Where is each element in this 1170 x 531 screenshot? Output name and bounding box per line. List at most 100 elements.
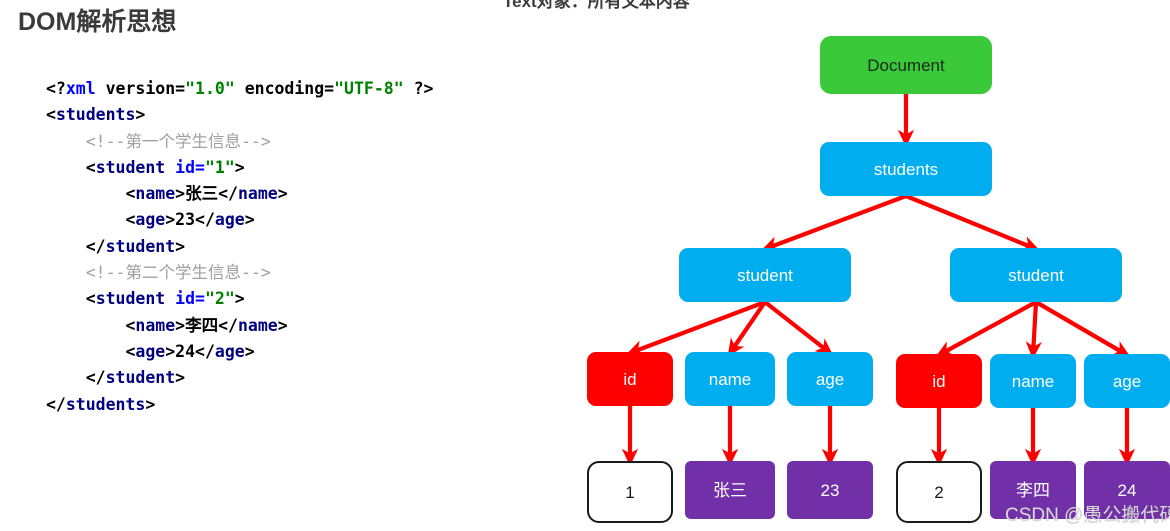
- tree-node-val-age-1: 23: [787, 461, 873, 519]
- tree-node-student-2: student: [950, 248, 1122, 302]
- code-token: encoding=: [234, 79, 335, 98]
- code-line: <age>23</age>: [46, 207, 433, 233]
- code-line: <?xml version="1.0" encoding="UTF-8" ?>: [46, 76, 433, 102]
- code-token: >: [165, 210, 176, 230]
- code-token: >: [135, 105, 146, 125]
- tree-edge-student-2-to-attr-id-2: [935, 300, 1038, 357]
- tree-node-label: students: [873, 159, 939, 179]
- tree-node-label: 24: [1117, 480, 1137, 500]
- tree-node-elem-name-1: name: [685, 352, 775, 406]
- code-token: >: [277, 315, 288, 335]
- tree-edge-student-1-to-elem-name-1: [727, 300, 767, 357]
- tree-node-label: age: [815, 369, 845, 389]
- tree-node-elem-age-2: age: [1084, 354, 1170, 408]
- code-token: 张三: [185, 184, 219, 204]
- tree-node-label: 李四: [1016, 480, 1050, 500]
- code-token: name: [135, 315, 176, 335]
- code-token: "2": [204, 289, 235, 309]
- tree-edge-student-2-to-elem-age-2: [1034, 300, 1131, 358]
- code-token: 24: [175, 341, 196, 361]
- code-token: student: [105, 368, 176, 388]
- tree-node-label: id: [623, 369, 637, 389]
- code-token: >: [175, 315, 186, 335]
- tree-node-elem-age-1: age: [787, 352, 873, 406]
- code-token: >: [175, 368, 186, 388]
- code-token: </: [218, 315, 238, 335]
- code-line: </student>: [46, 365, 433, 391]
- code-token: 23: [175, 210, 196, 230]
- code-line: </student>: [46, 234, 433, 260]
- code-line: <student id="1">: [46, 155, 433, 181]
- xml-code-block: <?xml version="1.0" encoding="UTF-8" ?><…: [46, 76, 433, 418]
- code-token: students: [55, 105, 136, 125]
- tree-node-attr-id-2: id: [896, 354, 982, 408]
- tree-edge-students-to-student-1: [761, 194, 907, 252]
- tree-edge-student-2-to-elem-name-2: [1025, 301, 1042, 360]
- code-line: <students>: [46, 102, 433, 128]
- tree-edge-student-1-to-attr-id-1: [626, 300, 766, 356]
- tree-node-label: student: [1008, 265, 1064, 285]
- code-token: student: [95, 157, 166, 177]
- code-token: >: [165, 341, 176, 361]
- code-token: >: [244, 210, 255, 230]
- code-token: <!--第一个学生信息-->: [85, 131, 271, 151]
- code-token: <: [125, 184, 136, 204]
- code-token: <: [85, 289, 96, 309]
- code-token: >: [234, 157, 245, 177]
- code-token: </: [85, 236, 106, 256]
- tree-node-elem-name-2: name: [990, 354, 1076, 408]
- code-token: >: [175, 236, 186, 256]
- tree-node-label: 张三: [713, 480, 747, 500]
- code-token: >: [244, 341, 255, 361]
- tree-node-val-id-2: 2: [896, 461, 982, 523]
- code-token: "1": [204, 157, 235, 177]
- tree-node-students: students: [820, 142, 992, 196]
- tree-node-student-1: student: [679, 248, 851, 302]
- code-token: student: [105, 236, 176, 256]
- tree-node-document: Document: [820, 36, 992, 94]
- code-token: xml: [65, 79, 96, 98]
- code-line: <name>张三</name>: [46, 181, 433, 207]
- code-token: name: [237, 184, 278, 204]
- code-line: <name>李四</name>: [46, 313, 433, 339]
- tree-node-label: 2: [934, 482, 944, 502]
- code-token: 李四: [185, 315, 219, 335]
- code-token: </: [195, 210, 215, 230]
- tree-node-label: 23: [820, 480, 840, 500]
- code-token: id=: [175, 289, 205, 309]
- code-token: "UTF-8": [334, 79, 404, 98]
- code-token: <: [125, 341, 136, 361]
- code-token: <: [125, 315, 136, 335]
- tree-node-val-age-2: 24: [1084, 461, 1170, 519]
- code-token: students: [65, 394, 146, 414]
- tree-node-label: id: [932, 371, 946, 391]
- tree-edge-student-1-to-elem-age-1: [763, 300, 834, 356]
- code-token: age: [214, 341, 245, 361]
- tree-node-attr-id-1: id: [587, 352, 673, 406]
- tree-node-label: Document: [867, 55, 945, 75]
- code-token: ?>: [403, 79, 434, 98]
- code-token: "1.0": [185, 79, 235, 98]
- code-token: student: [95, 289, 166, 309]
- code-line: <!--第一个学生信息-->: [46, 129, 433, 155]
- tree-edge-students-to-student-2: [905, 194, 1040, 252]
- code-token: id=: [175, 157, 205, 177]
- code-line: <student id="2">: [46, 286, 433, 312]
- tree-node-val-name-2: 李四: [990, 461, 1076, 519]
- code-token: <: [125, 210, 136, 230]
- code-token: </: [218, 184, 238, 204]
- top-caption-text: Text对象：所有文本内容: [503, 0, 690, 11]
- code-line: <!--第二个学生信息-->: [46, 260, 433, 286]
- tree-node-label: name: [708, 369, 752, 389]
- code-token: name: [135, 184, 176, 204]
- code-line: <age>24</age>: [46, 339, 433, 365]
- code-token: <!--第二个学生信息-->: [85, 263, 271, 283]
- code-token: >: [234, 289, 245, 309]
- tree-node-label: name: [1011, 371, 1055, 391]
- code-token: <: [46, 105, 56, 125]
- code-token: </: [46, 394, 66, 414]
- code-token: >: [175, 184, 186, 204]
- code-token: </: [85, 368, 106, 388]
- code-token: >: [145, 394, 156, 414]
